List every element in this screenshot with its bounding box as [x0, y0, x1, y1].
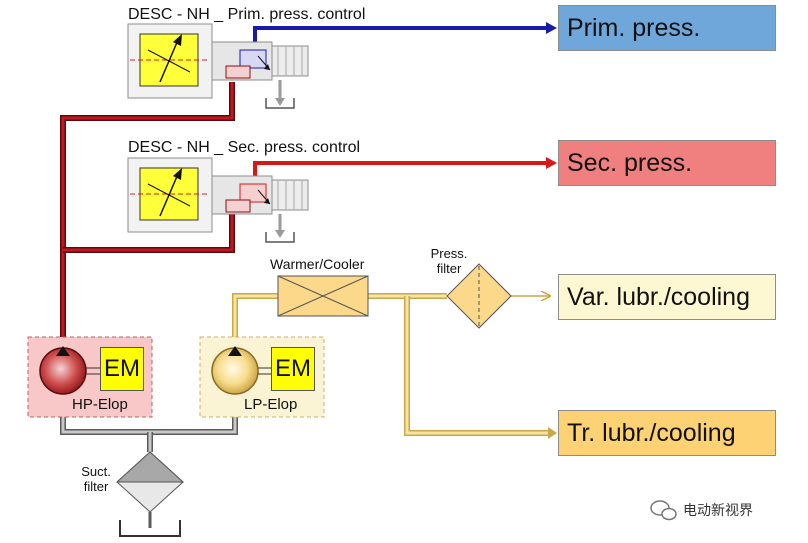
- suction-line: [60, 412, 238, 528]
- lp-line: [232, 296, 557, 439]
- heat-exchanger-icon: [277, 275, 369, 317]
- warmer-cooler-label: Warmer/Cooler: [270, 256, 365, 272]
- suction-filter-label: Suct. filter: [81, 464, 111, 494]
- hp-pressure-line: [60, 82, 235, 345]
- tank-icon: [119, 520, 181, 537]
- wechat-icon: [650, 500, 677, 521]
- primary-valve: [127, 23, 309, 109]
- electric-motor-icon: EM: [100, 347, 144, 391]
- transmission-lubrication-output: Tr. lubr./cooling: [558, 410, 776, 456]
- primary-pressure-output: Prim. press.: [558, 5, 776, 51]
- filter-icon: [446, 263, 512, 329]
- primary-pressure-line: [253, 22, 557, 47]
- secondary-pressure-line: [253, 157, 557, 178]
- secondary-pressure-output: Sec. press.: [558, 140, 776, 186]
- suction-filter: [115, 451, 185, 513]
- hp-pump-label: HP-Elop: [72, 396, 128, 413]
- primary-valve-title: DESC - NH _ Prim. press. control: [128, 6, 366, 23]
- electric-motor-icon: EM: [271, 347, 315, 391]
- watermark-text: 电动新视界: [683, 503, 753, 519]
- lp-pump-label: LP-Elop: [244, 396, 298, 413]
- secondary-valve: [127, 157, 309, 243]
- secondary-valve-title: DESC - NH _ Sec. press. control: [128, 139, 361, 156]
- press-filter-label: Press. filter: [430, 246, 468, 276]
- variable-lubrication-output: Var. lubr./cooling: [558, 274, 776, 320]
